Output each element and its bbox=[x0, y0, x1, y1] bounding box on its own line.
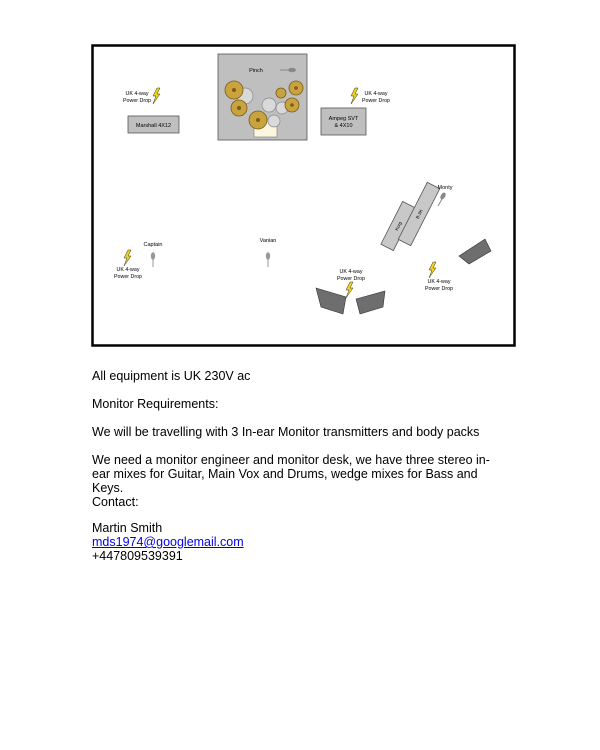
wedge-monitor bbox=[355, 290, 386, 315]
wedge-monitor bbox=[315, 287, 347, 315]
player-vanian-label: Vanian bbox=[260, 238, 277, 244]
svg-text:UK 4-way: UK 4-way bbox=[365, 91, 388, 97]
mic-icon bbox=[280, 67, 296, 73]
mic-icon bbox=[437, 192, 446, 207]
right-amp bbox=[320, 107, 367, 136]
svg-text:UK 4-way: UK 4-way bbox=[126, 91, 149, 97]
drum bbox=[261, 97, 277, 113]
lightning-bolt-icon bbox=[345, 281, 354, 299]
needs-line-2: ear mixes for Guitar, Main Vox and Drums… bbox=[92, 467, 478, 481]
contact-email-link[interactable]: mds1974@googlemail.com bbox=[92, 535, 244, 549]
contact-phone: +447809539391 bbox=[92, 549, 183, 563]
power-note: All equipment is UK 230V ac bbox=[92, 369, 251, 383]
left-amp-label: Marshall 4X12 bbox=[136, 123, 171, 129]
player-captain-label: Captain bbox=[144, 242, 163, 248]
monitor-heading: Monitor Requirements: bbox=[92, 397, 219, 411]
lightning-bolt-icon bbox=[428, 261, 437, 279]
svg-text:Power Drop: Power Drop bbox=[337, 276, 365, 282]
keyboard-right: B-3K bbox=[397, 181, 441, 247]
left-amp bbox=[127, 115, 180, 134]
contact-heading: Contact: bbox=[92, 495, 139, 509]
player-monty-label: Monty bbox=[438, 185, 453, 191]
right-amp-label-1: Ampeg SVT bbox=[329, 116, 359, 122]
power-drop-right: UK 4-way Power Drop bbox=[425, 261, 453, 292]
svg-text:Power Drop: Power Drop bbox=[123, 98, 151, 104]
drummer-label: Pinch bbox=[249, 68, 263, 74]
svg-text:UK 4-way: UK 4-way bbox=[117, 267, 140, 273]
stage-plot: Pinch Marshall 4X12 Ampeg SVT & 4X10 UK … bbox=[91, 44, 516, 347]
lightning-bolt-icon bbox=[350, 87, 359, 105]
svg-text:Power Drop: Power Drop bbox=[362, 98, 390, 104]
right-amp-label-2: & 4X10 bbox=[334, 123, 352, 129]
lightning-bolt-icon bbox=[152, 87, 161, 105]
svg-text:B-3K: B-3K bbox=[415, 209, 424, 220]
needs-line-1: We need a monitor engineer and monitor d… bbox=[92, 453, 490, 467]
power-drop-center: UK 4-way Power Drop bbox=[337, 269, 365, 299]
svg-text:UK 4-way: UK 4-way bbox=[340, 269, 363, 275]
lightning-bolt-icon bbox=[123, 249, 132, 267]
svg-text:Power Drop: Power Drop bbox=[114, 274, 142, 280]
power-drop-top-right: UK 4-way Power Drop bbox=[350, 87, 390, 105]
cymbal bbox=[275, 87, 287, 99]
svg-text:Korg: Korg bbox=[394, 220, 403, 231]
power-drop-left: UK 4-way Power Drop bbox=[114, 249, 142, 280]
needs-line-3: Keys. bbox=[92, 481, 124, 495]
contact-name: Martin Smith bbox=[92, 521, 163, 535]
mic-icon bbox=[150, 252, 156, 267]
mic-icon bbox=[265, 252, 271, 267]
svg-text:UK 4-way: UK 4-way bbox=[428, 279, 451, 285]
wedge-monitor bbox=[458, 238, 492, 265]
drum bbox=[267, 114, 281, 128]
power-drop-top-left: UK 4-way Power Drop bbox=[123, 87, 161, 105]
svg-text:Power Drop: Power Drop bbox=[425, 286, 453, 292]
travel-note: We will be travelling with 3 In-ear Moni… bbox=[92, 425, 480, 439]
